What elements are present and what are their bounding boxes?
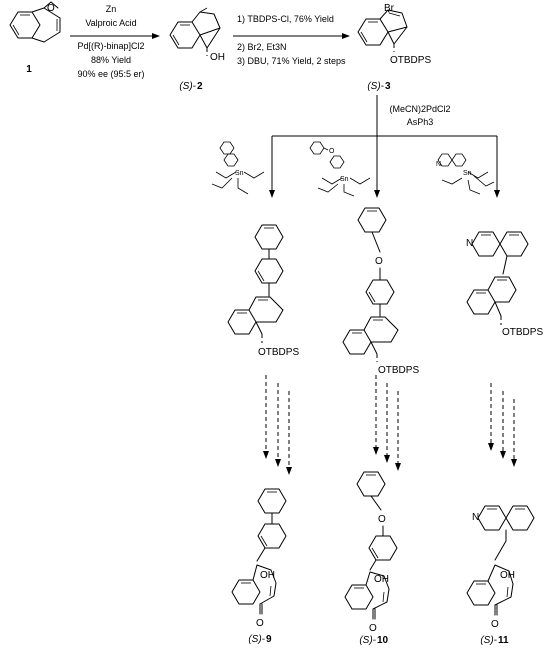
- coupling-reagent: AsPh3: [407, 117, 434, 127]
- compound-3-br: Br: [384, 3, 395, 14]
- product-11-label: 11: [498, 635, 509, 646]
- product-10-label: 10: [377, 635, 389, 646]
- product-10-prefix: (S)-: [359, 635, 376, 646]
- intermediate-right-structure: N OTBDPS: [466, 231, 543, 338]
- compound-2-oh: OH: [210, 52, 225, 63]
- product-9-ketone-o: O: [256, 618, 264, 629]
- step1-reagent: 90% ee (95:5 er): [77, 69, 144, 79]
- stannane-sn-label: Sn: [340, 176, 349, 183]
- step2-reagent: 2) Br2, Et3N: [237, 42, 287, 52]
- compound-1-label: 1: [26, 64, 32, 75]
- compound-1-oxygen: O: [47, 3, 55, 14]
- product-9-label: 9: [266, 634, 272, 645]
- step1-reagent: Pd[(R)-binap]Cl2: [77, 41, 144, 51]
- intermediate-right-n: N: [466, 238, 473, 249]
- product-10-oh: OH: [374, 574, 389, 585]
- dashed-arrows-right: [488, 383, 517, 467]
- intermediate-middle-otbdps: OTBDPS: [378, 365, 419, 376]
- stannane-n-label: N: [436, 161, 441, 168]
- intermediate-middle-structure: O OTBDPS: [342, 207, 419, 376]
- stannane-biphenyl: Sn: [211, 141, 265, 195]
- compound-2-label: 2: [197, 81, 203, 92]
- compound-3-label: 3: [385, 81, 391, 92]
- stannane-benzyloxy: O Sn: [309, 141, 371, 197]
- stannane-sn-label: Sn: [235, 170, 244, 177]
- product-11-structure: N OH O: [466, 505, 535, 630]
- arrowhead-middle: [374, 190, 380, 198]
- dashed-arrows-middle: [373, 375, 401, 471]
- product-10-ketone-o: O: [369, 623, 377, 634]
- intermediate-middle-ether-o: O: [375, 256, 383, 267]
- product-11-prefix: (S)-: [480, 635, 497, 646]
- product-11-ketone-o: O: [491, 619, 499, 630]
- compound-3-structure: Br OTBDPS: [357, 3, 431, 66]
- stannane-isoquinoline: N Sn: [436, 153, 495, 195]
- intermediate-left-structure: OTBDPS: [227, 224, 299, 358]
- step2-arrowhead: [342, 33, 350, 39]
- product-10-ether-o: O: [378, 514, 386, 525]
- step2-reagent: 1) TBDPS-Cl, 76% Yield: [237, 14, 334, 24]
- step1-conditions: Zn Valproic Acid Pd[(R)-binap]Cl2 88% Yi…: [77, 4, 144, 79]
- intermediate-right-otbdps: OTBDPS: [502, 327, 543, 338]
- intermediate-left-otbdps: OTBDPS: [258, 347, 299, 358]
- step1-reagent: Valproic Acid: [85, 18, 136, 28]
- step1-reagent: 88% Yield: [91, 55, 131, 65]
- product-11-oh: OH: [500, 570, 515, 581]
- compound-2-prefix: (S)-: [179, 81, 196, 92]
- product-11-n: N: [472, 512, 479, 523]
- product-9-oh: OH: [260, 570, 275, 581]
- compound-2-structure: OH: [169, 7, 225, 63]
- product-10-structure: O OH O: [344, 471, 398, 634]
- arrowhead-right: [494, 190, 500, 198]
- step2-reagent: 3) DBU, 71% Yield, 2 steps: [237, 56, 346, 66]
- step2-conditions: 1) TBDPS-Cl, 76% Yield 2) Br2, Et3N 3) D…: [237, 14, 346, 66]
- stannane-o-label: O: [329, 148, 335, 155]
- step1-arrowhead: [152, 33, 160, 39]
- product-9-prefix: (S)-: [248, 634, 265, 645]
- compound-3-otbdps: OTBDPS: [390, 55, 431, 66]
- coupling-reagent: (MeCN)2PdCl2: [389, 104, 450, 114]
- step1-reagent: Zn: [106, 4, 117, 14]
- compound-3-prefix: (S)-: [367, 81, 384, 92]
- arrowhead-left: [269, 190, 275, 198]
- dashed-arrows-left: [263, 375, 292, 475]
- compound-1-structure: O: [9, 1, 61, 43]
- product-9-structure: OH O: [231, 488, 287, 629]
- stannane-sn-label: Sn: [463, 170, 472, 177]
